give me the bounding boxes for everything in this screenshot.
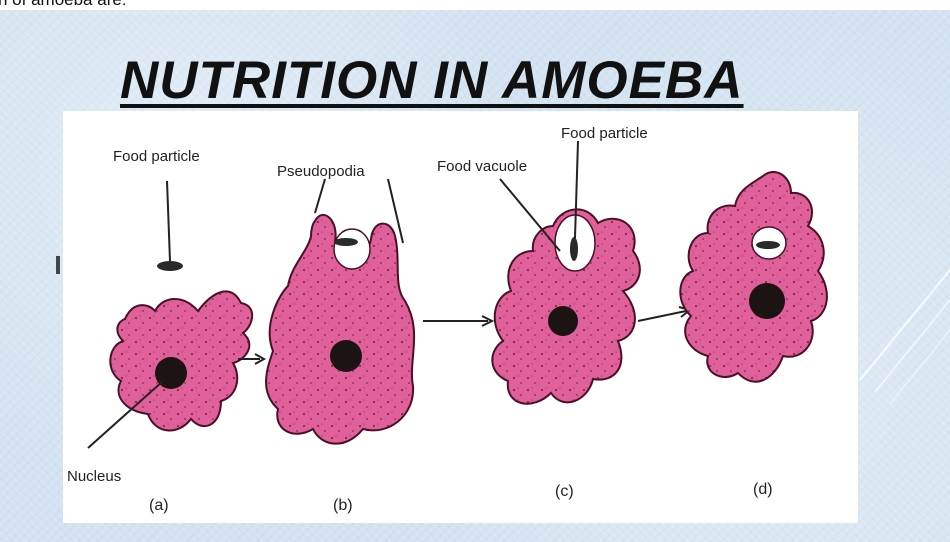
- food-particle-a: [157, 261, 183, 271]
- arrow-c-d: [638, 307, 690, 321]
- food-particle-d: [756, 241, 780, 249]
- label-food-vacuole: Food vacuole: [437, 158, 527, 175]
- stage-label-c: (c): [555, 483, 574, 500]
- amoeba-d: (d): [680, 172, 827, 498]
- stage-label-b: (b): [333, 497, 353, 514]
- nucleus-c: [548, 306, 578, 336]
- label-pseudopodia: Pseudopodia: [277, 163, 365, 180]
- amoeba-c: Food particle Food vacuole (c): [437, 125, 648, 500]
- stage-label-d: (d): [753, 481, 773, 498]
- amoeba-diagram-svg: Food particle Nucleus (a) Pseudopodia (b…: [63, 111, 858, 523]
- amoeba-diagram: Food particle Nucleus (a) Pseudopodia (b…: [63, 111, 858, 523]
- amoeba-a: Food particle Nucleus (a): [67, 148, 252, 514]
- arrow-b-c: [423, 316, 492, 326]
- header-fragment: n of amoeba are:: [0, 0, 127, 10]
- stage-label-a: (a): [149, 497, 169, 514]
- nucleus-d: [749, 283, 785, 319]
- amoeba-b: Pseudopodia (b): [266, 163, 414, 514]
- food-particle-b: [334, 238, 358, 246]
- nucleus-b: [330, 340, 362, 372]
- food-particle-c: [570, 237, 578, 261]
- label-nucleus: Nucleus: [67, 468, 121, 485]
- left-edge-mark: [56, 256, 60, 274]
- label-food-particle-c: Food particle: [561, 125, 648, 142]
- label-food-particle-a: Food particle: [113, 148, 200, 165]
